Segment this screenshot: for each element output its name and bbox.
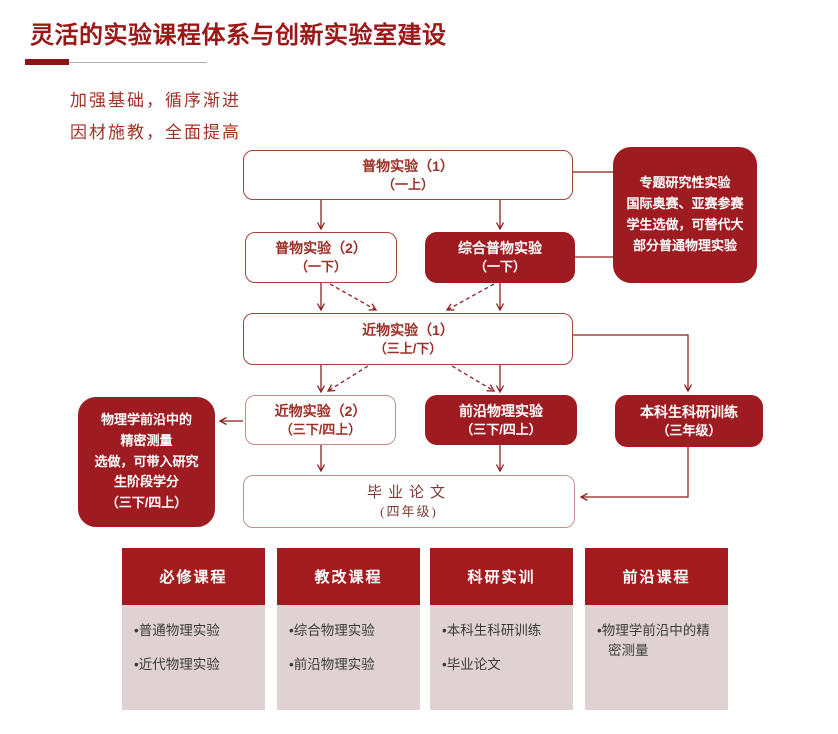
box-line: 生阶段学分 [113,474,179,490]
card-item: 本科生科研训练 [442,621,567,641]
box-subtitle: （三下/四上） [460,421,542,437]
box-line: 选做，可带入研究 [94,453,199,469]
slogan-line-1: 加强基础，循序渐进 [70,91,241,110]
flow-box-zhuanti-yanjiu: 专题研究性实验 国际奥赛、亚赛参赛 学生选做，可替代大 部分普通物理实验 [613,147,757,283]
connector-jw1-jw2-dashed [326,365,369,392]
card-body: 本科生科研训练 毕业论文 [430,605,573,710]
connector-keyan-biye [579,447,689,502]
flow-box-biye-lunwen: 毕业论文 (四年级) [243,475,575,528]
connector-jw1-keyan [573,334,693,393]
box-title: 近物实验（1） [362,321,454,338]
connector-pw2-jw1-dashed [329,283,378,311]
flow-box-keyan-xunlian: 本科生科研训练 （三年级） [615,395,763,447]
box-title: 本科生科研训练 [640,403,738,420]
box-line: 国际奥赛、亚赛参赛 [626,196,744,212]
flow-box-puwu-2: 普物实验（2） （一下） [245,232,397,283]
card-keyan-shixun: 科研实训 本科生科研训练 毕业论文 [430,548,573,710]
card-body: 物理学前沿中的精密测量 [585,605,728,710]
card-body: 普通物理实验 近代物理实验 [122,605,265,710]
title-accent-bar [25,59,69,65]
box-title: 毕业论文 [366,484,451,501]
box-line: 精密测量 [120,432,173,448]
card-header: 教改课程 [277,548,420,605]
flow-box-zonghe-puwu: 综合普物实验 （一下） [425,232,575,283]
card-body: 综合物理实验 前沿物理实验 [277,605,420,710]
card-item: 前沿物理实验 [289,655,414,675]
flow-box-puwu-1: 普物实验（1） （一上） [243,150,573,200]
flow-box-jinwu-2: 近物实验（2） （三下/四上） [245,395,396,445]
box-line: 学生选做，可替代大 [626,217,744,232]
box-title: 普物实验（2） [275,240,367,257]
connector-zonghe-jw1-dashed [445,283,495,311]
card-jiaogai-kecheng: 教改课程 综合物理实验 前沿物理实验 [277,548,420,710]
slogan-line-2: 因材施教，全面提高 [70,123,241,142]
card-item: 综合物理实验 [289,621,414,641]
flow-box-jingmi-celiang: 物理学前沿中的 精密测量 选做，可带入研究 生阶段学分 （三下/四上） [78,397,215,527]
box-line: 部分普通物理实验 [632,237,737,253]
box-subtitle: （一上） [381,176,434,192]
box-line: 专题研究性实验 [639,175,731,191]
card-header: 必修课程 [122,548,265,605]
card-item: 毕业论文 [442,655,567,675]
page-title: 灵活的实验课程体系与创新实验室建设 [30,22,447,49]
box-title: 近物实验（2） [274,402,367,419]
box-line: 物理学前沿中的 [100,412,192,427]
box-title: 普物实验（1） [362,157,454,174]
box-subtitle: （三上/下） [373,340,443,356]
card-bixiu-kecheng: 必修课程 普通物理实验 近代物理实验 [122,548,265,710]
box-title: 前沿物理实验 [459,402,543,419]
box-subtitle: (四年级) [380,503,438,519]
card-header: 科研实训 [430,548,573,605]
card-item: 物理学前沿中的精密测量 [597,621,722,660]
card-item: 近代物理实验 [134,655,259,675]
flow-box-qianyan-wuli: 前沿物理实验 （三下/四上） [425,395,577,445]
card-item: 普通物理实验 [134,621,259,641]
box-subtitle: （一下） [294,259,347,275]
box-subtitle: （一下） [473,259,526,275]
flow-box-jinwu-1: 近物实验（1） （三上/下） [243,313,573,365]
box-subtitle: （三下/四上） [279,421,362,437]
box-subtitle: （三年级） [656,422,722,438]
box-line: （三下/四上） [105,495,188,511]
connector-jw1-qianyan-dashed [451,365,496,392]
card-header: 前沿课程 [585,548,728,605]
title-hairline [25,62,207,63]
card-qianyan-kecheng: 前沿课程 物理学前沿中的精密测量 [585,548,728,710]
box-title: 综合普物实验 [458,240,542,257]
